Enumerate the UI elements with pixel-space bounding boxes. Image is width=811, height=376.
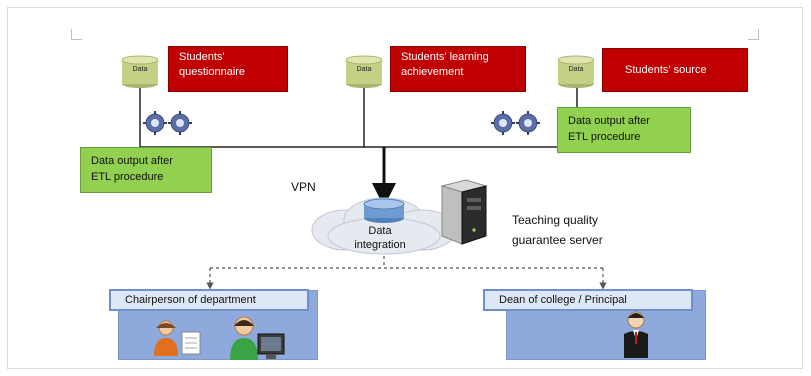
source-box-achievement: Students' learning achievement (390, 46, 526, 92)
etl-output-box-right: Data output after ETL procedure (557, 107, 691, 153)
database-label: Data (132, 66, 148, 73)
etl-line: ETL procedure (91, 171, 164, 183)
source-title-line: Students' (179, 51, 225, 63)
integration-database-icon (363, 198, 405, 223)
database-source-2: Data (344, 54, 384, 90)
source-title-line: achievement (401, 66, 464, 78)
etl-line: Data output after (91, 155, 173, 167)
source-box-questionnaire: Students' questionnaire (168, 46, 288, 92)
integration-label: Data integration (340, 224, 420, 252)
etl-line: ETL procedure (568, 131, 641, 143)
dean-header: Dean of college / Principal (483, 289, 693, 311)
gears-icon (143, 111, 192, 135)
person-in-suit-icon (624, 311, 648, 358)
corner-mark-left (71, 29, 82, 40)
chairperson-panel: Chairperson of department (109, 289, 318, 360)
etl-line: Data output after (568, 115, 650, 127)
integration-line: integration (354, 239, 406, 251)
vpn-label: VPN (291, 180, 316, 194)
server-icon (440, 179, 488, 245)
corner-mark-right (748, 29, 759, 40)
person-with-documents-icon (154, 320, 201, 356)
database-icon (121, 55, 159, 88)
server-line: guarantee server (512, 233, 603, 247)
server-line: Teaching quality (512, 213, 599, 227)
gears-icon (491, 111, 540, 135)
database-icon (557, 55, 595, 88)
database-label: Data (568, 66, 584, 73)
database-source-1: Data (120, 54, 160, 90)
integration-line: Data (368, 225, 392, 237)
database-icon (345, 55, 383, 88)
source-title-line: questionnaire (179, 66, 246, 78)
dean-panel: Dean of college / Principal (483, 289, 706, 360)
etl-output-box-left: Data output after ETL procedure (80, 147, 212, 193)
person-at-computer-icon (230, 316, 285, 360)
database-label: Data (356, 66, 372, 73)
chairperson-header: Chairperson of department (109, 289, 309, 311)
source-title-line: Students' learning (401, 51, 489, 63)
database-source-3: Data (556, 54, 596, 90)
source-box-source: Students' source (602, 48, 748, 92)
source-title-line: Students' source (625, 64, 707, 76)
server-label: Teaching quality guarantee server (512, 210, 603, 250)
